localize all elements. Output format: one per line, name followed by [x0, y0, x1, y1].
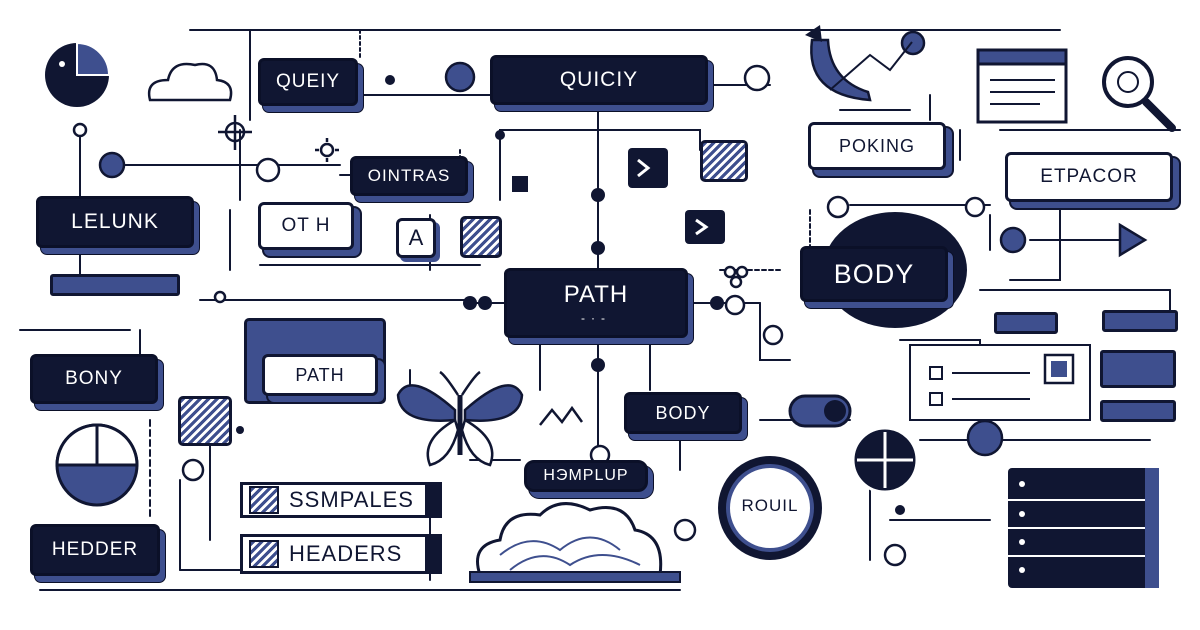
node-path-main-dots: -·- — [581, 311, 611, 325]
pie-chart-icon — [45, 41, 111, 107]
cloud-icon — [147, 62, 233, 102]
tag-endcap — [425, 485, 439, 515]
tag-ssmpales-label: SSMPALES — [289, 487, 414, 512]
tag-swatch — [249, 486, 279, 514]
bar-right-3 — [1100, 350, 1176, 388]
cloud-brain-icon — [469, 502, 681, 583]
tag-endcap — [425, 537, 439, 571]
node-lelunk[interactable]: LELUNK — [36, 196, 194, 248]
butterfly-icon — [396, 370, 524, 467]
striped-tile — [460, 216, 502, 258]
bar-right-1 — [994, 312, 1058, 334]
node-oth[interactable]: OT H — [258, 202, 354, 250]
checklist-icon — [909, 344, 1091, 421]
bar-left — [50, 274, 180, 296]
node-etpacor[interactable]: ETPACOR — [1005, 152, 1173, 202]
gear-icon — [315, 138, 339, 162]
node-hedder[interactable]: HEDDER — [30, 524, 160, 576]
node-poking[interactable]: POKING — [808, 122, 946, 170]
magnifier-icon — [1102, 56, 1176, 132]
play-icon — [1118, 222, 1148, 258]
bar-right-4 — [1100, 400, 1176, 422]
striped-tile — [178, 396, 232, 446]
window-icon — [976, 48, 1068, 124]
server-stack-icon — [1008, 468, 1159, 588]
node-body-large[interactable]: BODY — [800, 246, 948, 302]
node-hmplup[interactable]: HЭMPLUP — [524, 460, 648, 492]
striped-tile — [700, 140, 748, 182]
node-body-small[interactable]: BODY — [624, 392, 742, 434]
crosshair-icon — [218, 115, 252, 150]
node-queiy[interactable]: QUEIY — [258, 58, 358, 106]
tag-ssmpales[interactable]: SSMPALES — [240, 482, 442, 518]
key-a[interactable]: A — [396, 218, 436, 258]
dial-icon — [718, 456, 822, 560]
node-quiciy[interactable]: QUICIY — [490, 55, 708, 105]
arrow-swoosh-icon — [805, 25, 913, 102]
node-bony[interactable]: BONY — [30, 354, 158, 404]
toggle-icon — [788, 394, 852, 428]
node-ointras[interactable]: OINTRAS — [350, 156, 468, 196]
node-path-secondary[interactable]: PATH — [262, 354, 378, 396]
node-path-main[interactable]: PATH -·- — [504, 268, 688, 338]
terminal-icon — [628, 148, 725, 244]
bar-right-2 — [1102, 310, 1178, 332]
node-path-main-label: PATH — [563, 281, 629, 308]
tag-headers-label: HEADERS — [289, 541, 403, 566]
tag-headers[interactable]: HEADERS — [240, 534, 442, 574]
node-roul[interactable]: ROUIL — [741, 496, 799, 515]
tag-swatch — [249, 540, 279, 568]
